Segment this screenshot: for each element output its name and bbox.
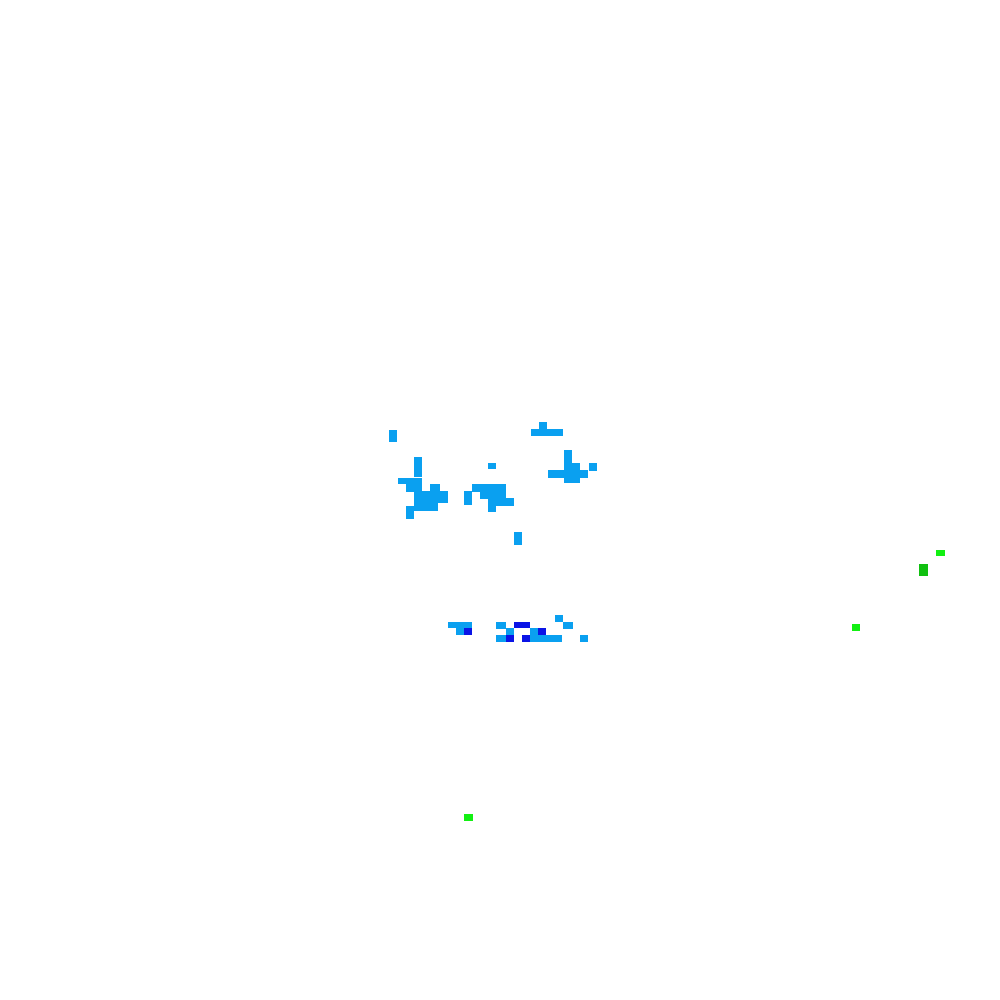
bright-green-cell xyxy=(936,550,945,556)
light-blue-cell xyxy=(414,503,438,511)
light-blue-cell xyxy=(564,450,572,464)
dark-green-cell xyxy=(919,564,928,576)
light-blue-cell xyxy=(414,457,422,477)
dark-blue-cell xyxy=(522,635,530,642)
bright-green-cell xyxy=(464,814,473,821)
light-blue-cell xyxy=(472,484,506,492)
light-blue-cell xyxy=(589,463,597,471)
light-blue-cell xyxy=(564,463,580,483)
light-blue-cell xyxy=(563,622,573,629)
light-blue-cell xyxy=(456,628,464,635)
light-blue-cell xyxy=(539,422,547,430)
light-blue-cell xyxy=(406,478,422,492)
dark-blue-cell xyxy=(464,628,472,635)
light-blue-cell xyxy=(555,615,563,622)
light-blue-cell xyxy=(414,491,448,503)
dark-blue-cell xyxy=(538,628,546,635)
light-blue-cell xyxy=(531,429,563,436)
light-blue-cell xyxy=(488,505,496,512)
light-blue-cell xyxy=(406,506,414,519)
dark-blue-cell xyxy=(506,635,514,642)
light-blue-cell xyxy=(514,532,522,545)
light-blue-cell xyxy=(496,622,506,629)
light-blue-cell xyxy=(389,430,397,442)
light-blue-cell xyxy=(506,628,514,635)
light-blue-cell xyxy=(430,484,440,492)
light-blue-cell xyxy=(464,491,472,505)
light-blue-cell xyxy=(448,622,472,628)
dark-blue-cell xyxy=(514,622,530,628)
light-blue-cell xyxy=(488,498,514,506)
light-blue-cell xyxy=(580,635,588,642)
light-blue-cell xyxy=(488,463,496,469)
light-blue-cell xyxy=(496,635,506,642)
light-blue-cell xyxy=(530,628,538,635)
light-blue-cell xyxy=(530,635,562,642)
light-blue-cell xyxy=(480,491,506,499)
bright-green-cell xyxy=(852,624,860,631)
